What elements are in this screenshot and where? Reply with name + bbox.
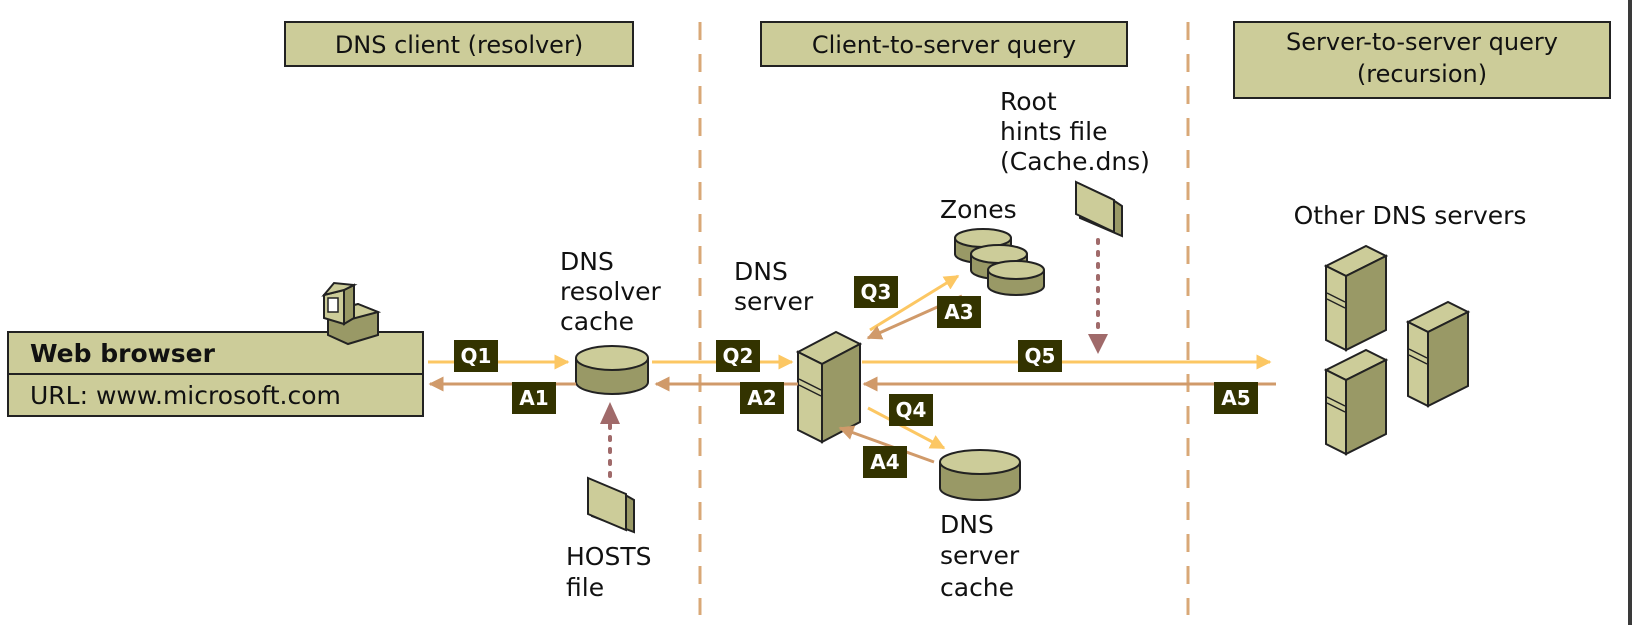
section-header-client: DNS client (resolver) — [284, 21, 634, 67]
flow-arrow-q3 — [869, 274, 960, 332]
server-cache-label: cache — [940, 573, 1014, 602]
hosts-load-arrowhead — [600, 402, 620, 424]
flow-tag-q1: Q1 — [454, 340, 498, 372]
flow-tag-label: Q2 — [723, 344, 754, 368]
other-server-icon — [1323, 244, 1389, 352]
section-header-label: Client-to-server query — [812, 31, 1076, 59]
dns-server-label: server — [734, 287, 814, 316]
flow-tag-a2: A2 — [740, 382, 784, 414]
flow-tag-q5: Q5 — [1018, 340, 1062, 372]
flow-tag-label: A4 — [870, 450, 899, 474]
resolver-cache-label: resolver — [560, 277, 662, 306]
flow-tag-label: Q1 — [461, 344, 492, 368]
web-browser-box: Web browser URL: www.microsoft.com — [7, 331, 424, 417]
section-header-server-server: Server-to-server query (recursion) — [1233, 21, 1611, 99]
flow-tag-q4: Q4 — [889, 394, 933, 426]
root-hints-load-arrowhead — [1088, 334, 1108, 354]
flow-tag-a4: A4 — [863, 446, 907, 478]
web-browser-title: Web browser — [30, 339, 216, 368]
resolver-cache-icon — [575, 345, 649, 395]
flow-tag-label: Q3 — [861, 280, 892, 304]
root-hints-label: (Cache.dns) — [1000, 147, 1150, 176]
dns-server-label: DNS — [734, 257, 788, 286]
flow-arrow-q4 — [867, 406, 946, 450]
flow-tag-a1: A1 — [512, 382, 556, 414]
resolver-cache-label: cache — [560, 307, 634, 336]
flow-tag-label: A1 — [519, 386, 548, 410]
flow-tag-label: Q4 — [896, 398, 927, 422]
hosts-file-icon — [587, 476, 635, 534]
flow-tag-label: Q5 — [1025, 344, 1056, 368]
other-servers-label: Other DNS servers — [1294, 201, 1527, 230]
other-server-icon — [1323, 348, 1389, 456]
root-hints-file-icon — [1075, 180, 1123, 238]
flow-tag-a5: A5 — [1214, 382, 1258, 414]
dns-server-icon — [795, 330, 863, 444]
flow-tag-label: A2 — [747, 386, 776, 410]
server-cache-label: DNS — [940, 510, 994, 539]
right-edge-border — [1628, 0, 1632, 625]
zones-icon — [954, 228, 1045, 296]
section-header-label: (recursion) — [1357, 60, 1487, 88]
section-header-label: Server-to-server query — [1286, 28, 1558, 56]
flow-tag-q3: Q3 — [854, 276, 898, 308]
web-browser-url: URL: www.microsoft.com — [30, 381, 341, 410]
other-server-icon — [1405, 300, 1471, 408]
dns-server-cache-icon — [939, 449, 1021, 501]
computer-icon — [321, 281, 382, 346]
hosts-file-label: HOSTS — [566, 542, 652, 571]
section-header-label: DNS client (resolver) — [335, 31, 583, 59]
zones-label: Zones — [940, 195, 1017, 224]
hosts-file-label: file — [566, 573, 604, 602]
flow-tag-a3: A3 — [937, 296, 981, 328]
root-hints-label: Root — [1000, 87, 1057, 116]
flow-tag-label: A3 — [944, 300, 973, 324]
root-hints-label: hints file — [1000, 117, 1107, 146]
flow-tag-q2: Q2 — [716, 340, 760, 372]
flow-arrow-a4 — [838, 425, 935, 464]
section-header-client-server: Client-to-server query — [760, 21, 1128, 67]
flow-tag-label: A5 — [1221, 386, 1250, 410]
resolver-cache-label: DNS — [560, 247, 614, 276]
server-cache-label: server — [940, 541, 1020, 570]
